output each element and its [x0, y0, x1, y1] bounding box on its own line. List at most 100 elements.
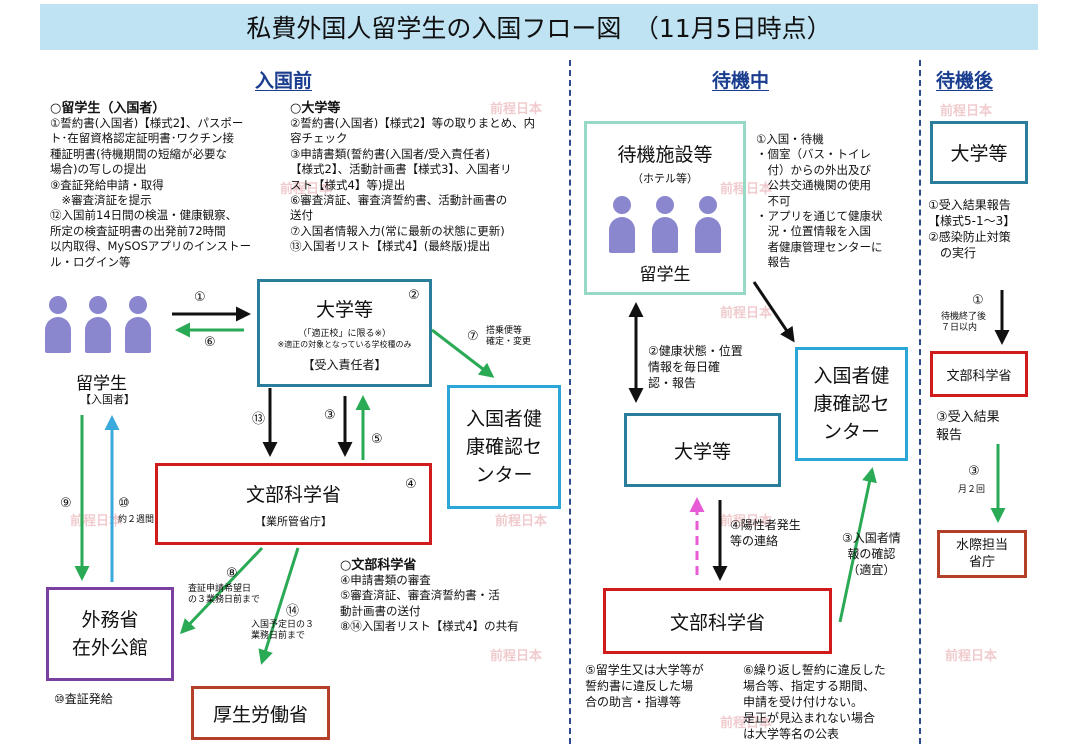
step-label: ③ — [324, 408, 336, 423]
step-note: ④陽性者発生 等の連絡 — [730, 518, 801, 548]
university-sub-note: （「適正校」に限る※） — [297, 329, 392, 339]
watermark: 前程日本 — [940, 104, 993, 119]
facility-title: 待機施設等 — [617, 144, 713, 166]
university-mid-node: 大学等 — [624, 413, 781, 487]
mext-note-line: ⑤審査済証、審査済誓約書・活 — [340, 588, 500, 603]
section-after-heading: 待機後 — [936, 70, 994, 92]
visa-issue-label: ⑩査証発給 — [54, 692, 113, 706]
mext-node: 文部科学省 【業所管省庁】 — [155, 463, 432, 545]
student-note-line: 場合)の写しの提出 — [50, 162, 147, 177]
university-note-line: ③申請書類(誓約書(入国者/受入責任者) — [290, 146, 491, 161]
student-label: 留学生 — [76, 374, 127, 394]
step-note: 入国予定日の３ 業務日前まで — [251, 620, 315, 641]
after-note-line: 【様式5-1～3】 — [928, 214, 1016, 228]
violation-note-line: 是正が見込まれない場合 — [743, 711, 876, 725]
student-group-icon — [45, 296, 151, 354]
step-label: ⑩ — [118, 496, 130, 511]
guidance-notes: ⑤留学生又は大学等が 誓約書に違反した場 合の助言・指導等 — [585, 662, 704, 710]
violation-note-line: 場合等、指定する期間、 — [743, 679, 876, 693]
watermark: 前程日本 — [280, 182, 333, 197]
waiting-note-line: 者健康管理センターに — [756, 239, 883, 254]
step-note: ②健康状態・位置 情報を毎日確 認・報告 — [648, 344, 743, 390]
student-note-line: ル・ログイン等 — [50, 254, 131, 269]
step-note: ③受入結果 報告 — [936, 410, 1000, 443]
arrow-8-mext-to-mofa — [179, 546, 264, 635]
step-label: ⑦ — [467, 329, 479, 344]
health-center-mid-node: 入国者健 康確認セ ンター — [795, 347, 908, 461]
student-note-line: 以内取得、MySOSアプリのインストー — [50, 239, 252, 254]
step-note: 搭乗便等 確定・変更 — [486, 326, 532, 347]
university-notes: ○大学等 ②誓約書(入国者)【様式2】等の取りまとめ、内 容チェック ③申請書類… — [290, 97, 535, 255]
step-label: ⑭ — [286, 604, 300, 619]
university-note-line: ⑬入国者リスト【様式4】(最終版)提出 — [290, 239, 491, 254]
watermark: 前程日本 — [945, 649, 998, 664]
step-label: ⑧ — [226, 566, 238, 581]
student-note-line: ※審査済証を提示 — [50, 193, 152, 208]
watermark: 前程日本 — [490, 649, 543, 664]
university-note-line: 【様式2】、活動計画書【様式3】、入国者リ — [290, 162, 512, 177]
watermark: 前程日本 — [490, 102, 543, 117]
student-note-line: ト･在留資格認定証明書･ワクチン接 — [50, 131, 234, 146]
step-note: 月２回 — [958, 485, 986, 495]
facility-student-icon — [609, 196, 721, 254]
step-label: ① — [194, 290, 206, 305]
violation-note-line: ⑥繰り返し誓約に違反した — [743, 663, 886, 677]
facility-student-label: 留学生 — [639, 265, 691, 285]
mext-note-line: 動計画書の送付 — [340, 603, 421, 618]
mext-notes: ○文部科学省 ④申請書類の審査 ⑤審査済証、審査済誓約書・活 動計画書の送付 ⑧… — [340, 554, 519, 635]
violation-notes: ⑥繰り返し誓約に違反した 場合等、指定する期間、 申請を受け付けない。 是正が見… — [743, 662, 886, 742]
section-before-heading: 入国前 — [255, 70, 313, 92]
watermark: 前程日本 — [720, 716, 773, 731]
university-node: 大学等 （「適正校」に限る※） ※適正の対象となっている学校種のみ 【受入責任者… — [257, 279, 432, 387]
mofa-node: 外務省 在外公館 — [46, 587, 174, 681]
student-note-line: ⑫入国前14日間の検温・健康観察、 — [50, 208, 238, 223]
watermark: 前程日本 — [720, 182, 773, 197]
university-note-line: スト【様式4】等)提出 — [290, 177, 406, 192]
waiting-note-line: 報告 — [756, 255, 791, 270]
step-label: ④ — [405, 477, 417, 492]
university-notes-heading: ○大学等 — [290, 101, 341, 116]
waiting-note-line: 不可 — [756, 193, 791, 208]
step-label: ① — [972, 293, 984, 308]
waiting-note-line: ①入国・待機 — [756, 132, 824, 146]
step-note: 査証申請希望日 の３業務日前まで — [188, 584, 261, 605]
mext-sub: 【業所管省庁】 — [255, 514, 332, 528]
after-note-line: の実行 — [940, 246, 977, 260]
arrow-7-university-to-health — [431, 328, 495, 378]
step-note: 約２週間 — [118, 515, 155, 525]
violation-note-line: 申請を受け付けない。 — [743, 695, 864, 709]
mext-note-line: ⑧⑭入国者リスト【様式4】の共有 — [340, 619, 519, 634]
arrow-1-facility-to-health — [752, 281, 795, 343]
university-note-line: ⑥審査済証、審査済誓約書、活動計画書の — [290, 193, 508, 208]
guidance-note-line: ⑤留学生又は大学等が — [585, 663, 704, 677]
guidance-note-line: 誓約書に違反した場 — [585, 679, 694, 693]
waiting-note-line: 況・位置情報を入国 — [756, 224, 871, 239]
university-sub-note: ※適正の対象となっている学校種のみ — [277, 340, 412, 349]
student-notes-heading: ○留学生（入国者） — [50, 101, 166, 116]
student-note-line: 種証明書(待機期間の短縮が必要な — [50, 146, 227, 161]
arrow-14-mext-to-mhlw — [258, 547, 300, 665]
step-label: ③ — [968, 464, 980, 479]
step-label: ⑬ — [252, 412, 266, 427]
step-label: ⑥ — [204, 335, 216, 350]
divider-before-waiting — [569, 60, 571, 744]
student-sub-label: 【入国者】 — [80, 393, 135, 406]
university-right-node: 大学等 — [930, 121, 1028, 184]
watermark: 前程日本 — [495, 514, 548, 529]
waiting-notes: ①入国・待機 ・個室（バス・トイレ 付）からの外出及び 公共交通機関の使用 不可… — [756, 132, 883, 271]
after-notes: ①受入結果報告 【様式5-1～3】 ②感染防止対策 の実行 — [928, 197, 1015, 261]
mext-title: 文部科学省 — [245, 483, 341, 506]
waiting-note-line: ・個室（バス・トイレ — [756, 147, 871, 162]
mext-notes-heading: ○文部科学省 — [340, 558, 417, 573]
university-role: 【受入責任者】 — [302, 358, 387, 372]
violation-note-line: は大学等名の公表 — [743, 727, 840, 741]
facility-sub: （ホテル等） — [632, 172, 698, 185]
divider-waiting-after — [919, 60, 921, 744]
arrow-3-mext-to-health — [838, 467, 877, 623]
step-note: ③入国者情 報の確認 （適宜） — [842, 531, 901, 577]
step-label: ⑨ — [60, 496, 72, 511]
facility-node: 待機施設等 （ホテル等） 留学生 — [584, 121, 746, 295]
step-label: ⑤ — [371, 432, 383, 447]
after-note-line: ①受入結果報告 — [928, 198, 1011, 212]
